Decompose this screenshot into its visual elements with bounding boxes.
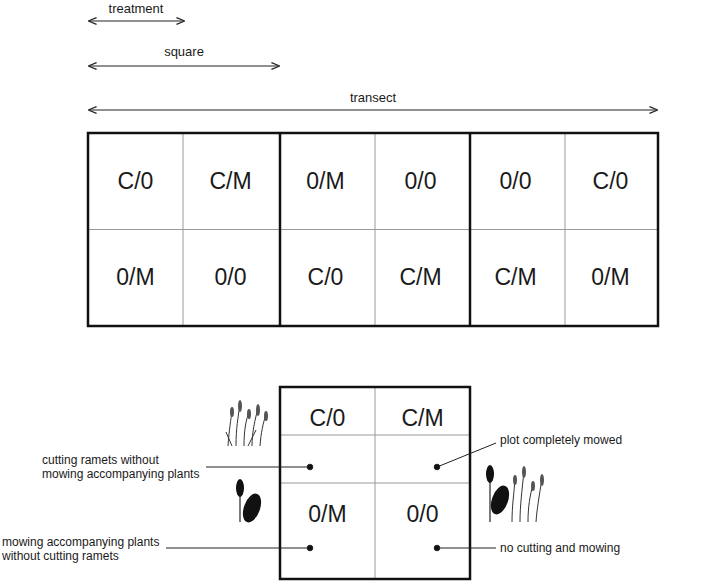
treatment-code: 0/0: [215, 266, 247, 289]
treatment-cell: 0/0: [375, 483, 470, 579]
treatment-cell: C/0: [280, 387, 375, 483]
treatment-code: 0/M: [308, 503, 346, 526]
leader-line: [166, 443, 496, 551]
dimension-label: square: [161, 44, 207, 60]
ramet-and-grass-icon: [486, 465, 544, 522]
treatment-cell: 0/M: [280, 483, 375, 579]
cell-grid: [88, 133, 658, 579]
treatment-code: 0/M: [116, 266, 154, 289]
dimension-arrow: [89, 65, 279, 66]
treatment-code: C/0: [118, 170, 154, 193]
treatment-cell: C/M: [375, 387, 470, 483]
treatment-code: C/M: [399, 266, 441, 289]
dimension-arrow: [89, 109, 657, 110]
treatment-code: 0/M: [591, 266, 629, 289]
treatment-cell: C/M: [468, 230, 563, 327]
treatment-code: C/0: [593, 170, 629, 193]
grass-icon: [226, 400, 268, 446]
callout-label: plot completely mowed: [500, 433, 622, 447]
treatment-cell: C/0: [278, 230, 373, 327]
treatment-code: 0/0: [500, 170, 532, 193]
dimension-label: transect: [347, 90, 399, 106]
callout-label: mowing accompanying plants without cutti…: [2, 535, 162, 564]
treatment-code: 0/M: [306, 170, 344, 193]
treatment-cell: C/M: [373, 230, 468, 327]
dimension-label: treatment: [106, 1, 167, 17]
callout-label: no cutting and mowing: [500, 541, 620, 555]
treatment-cell: 0/0: [183, 230, 278, 327]
treatment-code: C/M: [494, 266, 536, 289]
square-outline: [88, 133, 658, 579]
ramet-icon: [236, 479, 265, 525]
treatment-cell: 0/M: [88, 230, 183, 327]
treatment-code: 0/0: [407, 503, 439, 526]
dimension-arrow: [89, 20, 184, 21]
treatment-code: 0/0: [405, 170, 437, 193]
treatment-cell: 0/0: [373, 133, 468, 230]
treatment-code: C/M: [209, 170, 251, 193]
treatment-cell: C/0: [563, 133, 658, 230]
treatment-cell: 0/M: [563, 230, 658, 327]
treatment-cell: 0/M: [278, 133, 373, 230]
treatment-cell: C/M: [183, 133, 278, 230]
treatment-code: C/0: [308, 266, 344, 289]
treatment-code: C/0: [310, 407, 346, 430]
treatment-code: C/M: [401, 407, 443, 430]
callout-label: cutting ramets without mowing accompanyi…: [42, 453, 202, 482]
treatment-cell: 0/0: [468, 133, 563, 230]
treatment-cell: C/0: [88, 133, 183, 230]
